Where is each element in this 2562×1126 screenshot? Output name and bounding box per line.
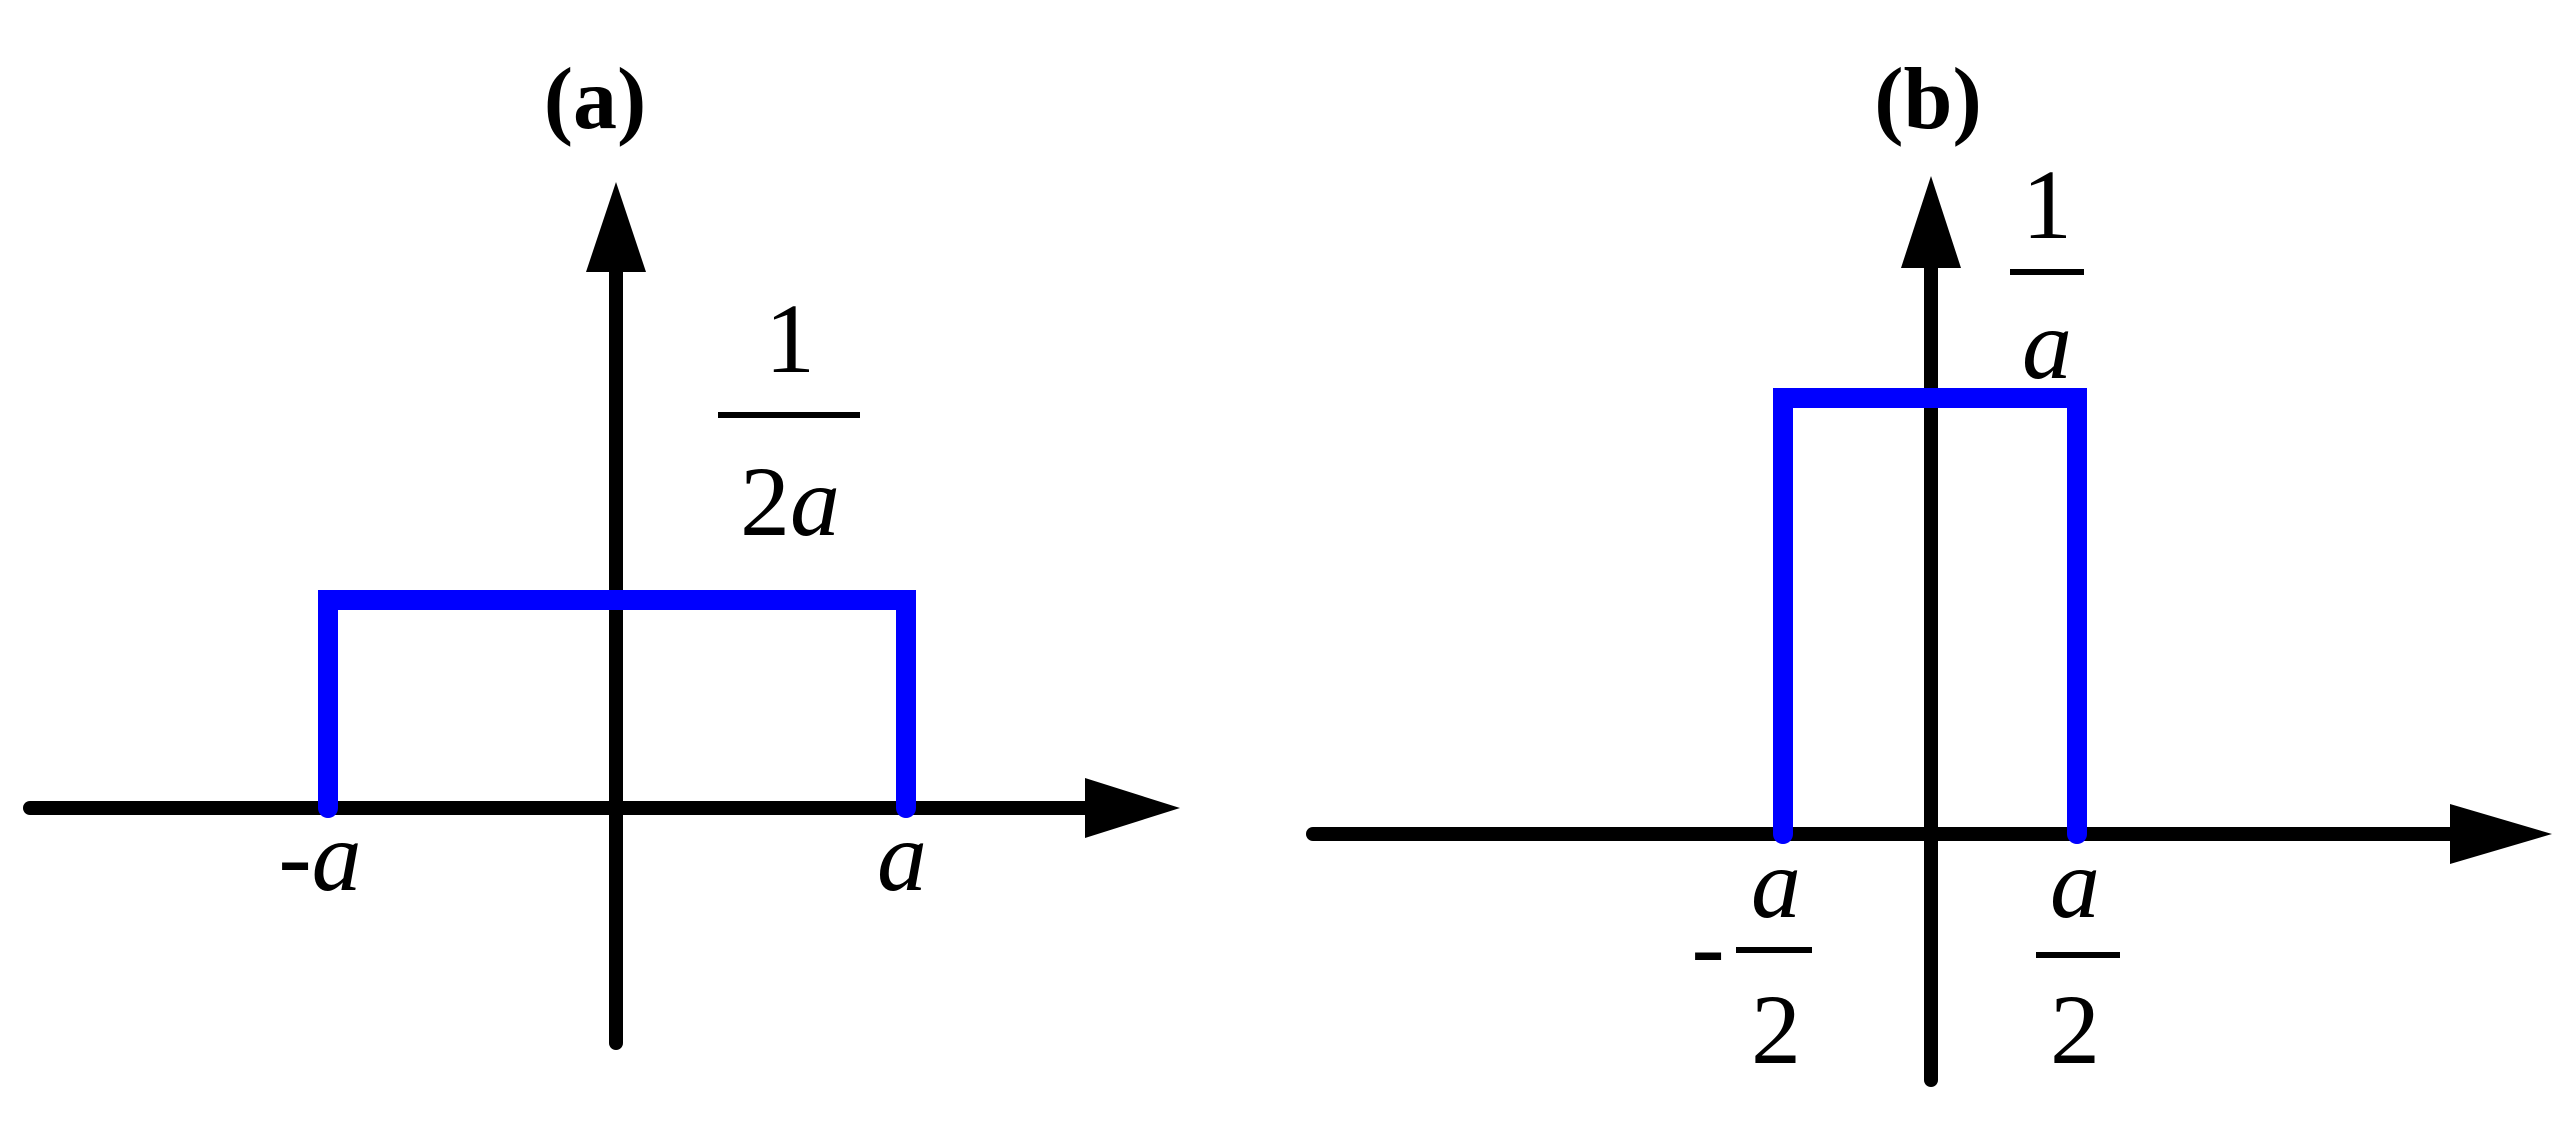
panel-a-height-denominator: 2a [740, 446, 840, 557]
panel-a-height-denominator-coef: 2 [740, 446, 790, 557]
panel-a: (a) 1 2a -a a [23, 51, 1180, 1050]
panel-b-tick-left-numerator: a [1751, 828, 1801, 939]
panel-b-tick-left-denominator: 2 [1751, 974, 1801, 1085]
panel-b-x-axis-arrowhead [2450, 804, 2552, 864]
panel-a-tick-left-sign: - [278, 801, 311, 912]
panel-a-label: (a) [544, 51, 647, 148]
panel-b-tick-left: - a 2 [1691, 828, 1812, 1085]
panel-b-height-numerator: 1 [2022, 149, 2072, 260]
panel-b-y-axis-arrowhead [1901, 176, 1961, 268]
panel-b-tick-right-denominator: 2 [2050, 974, 2100, 1085]
panel-a-x-axis-arrowhead [1085, 778, 1180, 838]
panel-b-tick-right: a 2 [2036, 828, 2120, 1085]
panel-b-height-denominator: a [2022, 289, 2072, 400]
panel-a-height-denominator-var: a [790, 446, 840, 557]
panel-a-height-numerator: 1 [765, 283, 815, 394]
panel-b-height-label: 1 a [2010, 149, 2084, 400]
panel-a-height-label: 1 2a [718, 283, 860, 557]
panel-b-tick-right-numerator: a [2050, 828, 2100, 939]
panel-b: (b) 1 a - a 2 a 2 [1306, 51, 2552, 1087]
panel-b-label: (b) [1874, 51, 1982, 148]
panel-a-y-axis-arrowhead [586, 182, 646, 272]
panel-a-pulse [318, 590, 916, 818]
panel-a-tick-right: a [877, 801, 927, 912]
panel-a-tick-left: -a [278, 801, 361, 912]
panel-b-tick-left-sign: - [1691, 891, 1724, 1002]
panel-a-tick-left-var: a [312, 801, 362, 912]
panel-b-pulse [1773, 388, 2087, 844]
